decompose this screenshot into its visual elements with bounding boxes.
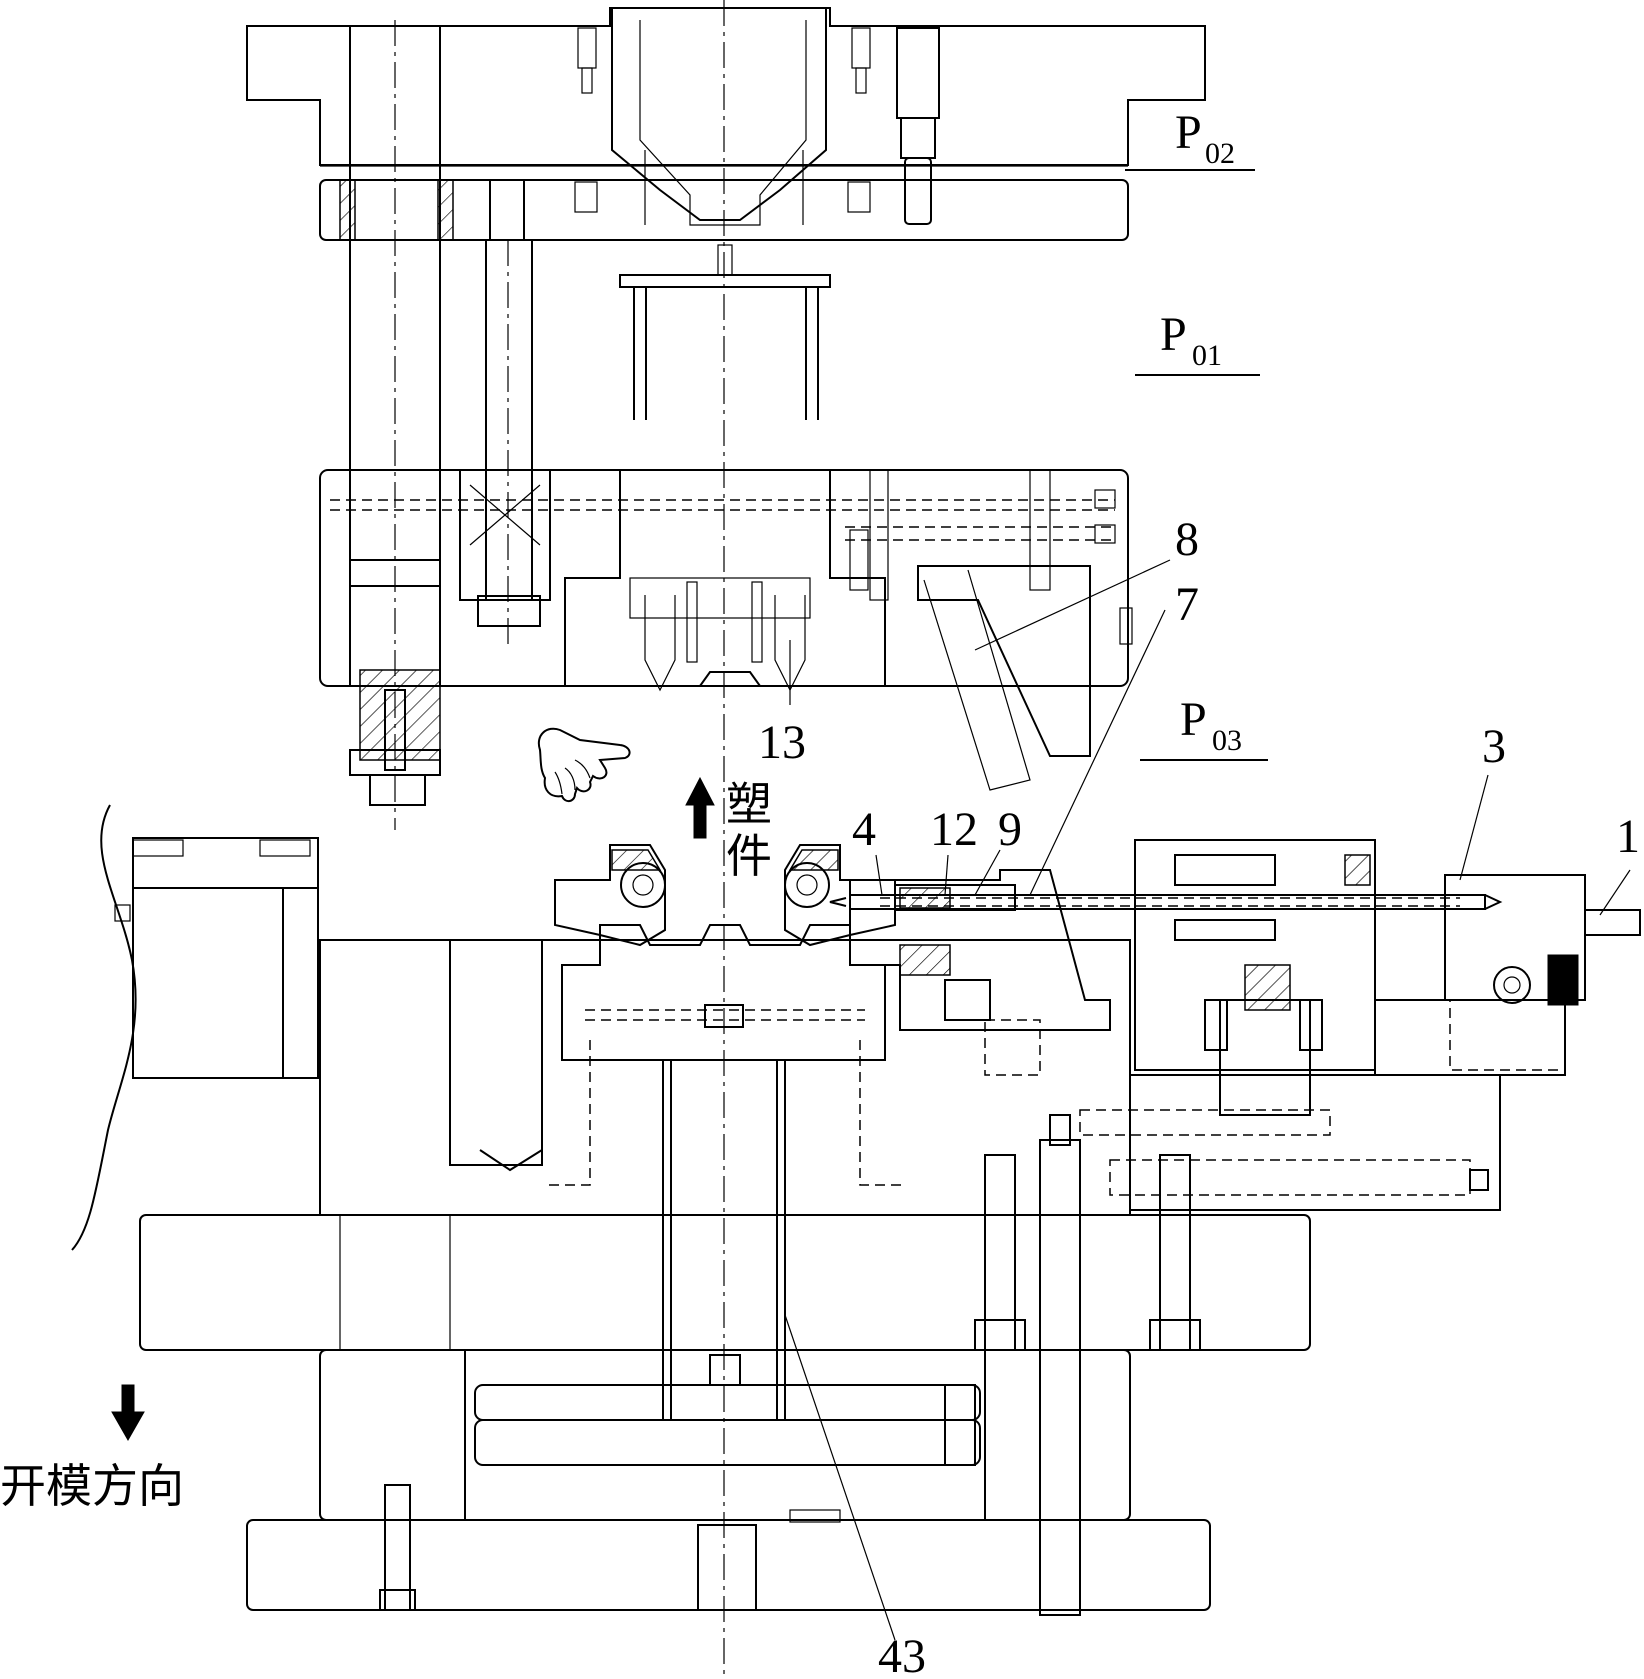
label-4: 4 <box>852 803 876 856</box>
plastic-part-label-1: 塑 <box>726 777 772 831</box>
parting-line-markers <box>1125 169 1268 761</box>
label-13: 13 <box>758 716 806 769</box>
leader-lines <box>784 559 1631 1641</box>
guide-pillar <box>339 20 533 830</box>
core-plate <box>71 804 1131 1420</box>
plastic-part-label-2: 件 <box>726 829 772 883</box>
open-direction-label: 开模方向 <box>0 1459 184 1513</box>
svg-text:P: P <box>1160 308 1187 361</box>
parting-label-p02: P 02 <box>1175 106 1235 170</box>
cavity-plate <box>319 469 1133 806</box>
pointing-hand-icon <box>537 727 631 802</box>
support-plate <box>139 1114 1311 1616</box>
core-side-screws <box>114 839 311 922</box>
svg-text:02: 02 <box>1205 137 1235 170</box>
label-7: 7 <box>1175 578 1199 631</box>
svg-text:P: P <box>1180 693 1207 746</box>
svg-text:01: 01 <box>1192 339 1222 372</box>
ejector-assembly <box>319 1349 1131 1521</box>
svg-text:P: P <box>1175 106 1202 159</box>
label-8: 8 <box>1175 513 1199 566</box>
plastic-part <box>554 844 896 947</box>
label-9: 9 <box>998 803 1022 856</box>
label-43: 43 <box>878 1630 926 1679</box>
svg-text:03: 03 <box>1212 724 1242 757</box>
label-3: 3 <box>1482 720 1506 773</box>
up-arrow-icon <box>685 776 715 839</box>
top-clamp-plate <box>246 7 1206 241</box>
bottom-clamp-plate <box>246 1484 1211 1611</box>
label-12: 12 <box>930 803 978 856</box>
sprue-puller-bar <box>619 244 831 420</box>
parting-label-p03: P 03 <box>1180 693 1242 757</box>
down-arrow-icon <box>111 1384 145 1442</box>
slider-mechanism <box>829 839 1641 1211</box>
parting-label-p01: P 01 <box>1160 308 1222 372</box>
label-1: 1 <box>1616 810 1640 863</box>
